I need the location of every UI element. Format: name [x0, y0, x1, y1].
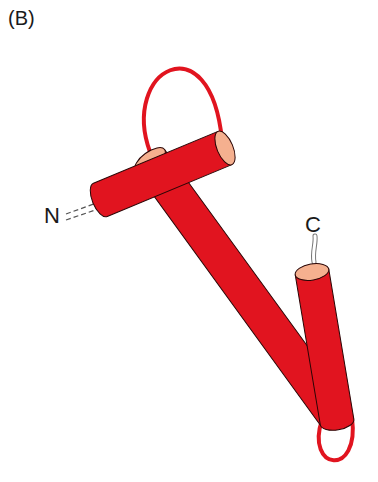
c-tail	[313, 236, 315, 262]
terminus-label: N	[44, 205, 60, 227]
helix-cylinder	[86, 128, 239, 219]
panel-label: (B)	[8, 8, 35, 28]
helix-cylinder	[294, 261, 355, 432]
c-tail	[313, 236, 315, 262]
terminus-label: C	[305, 214, 321, 236]
